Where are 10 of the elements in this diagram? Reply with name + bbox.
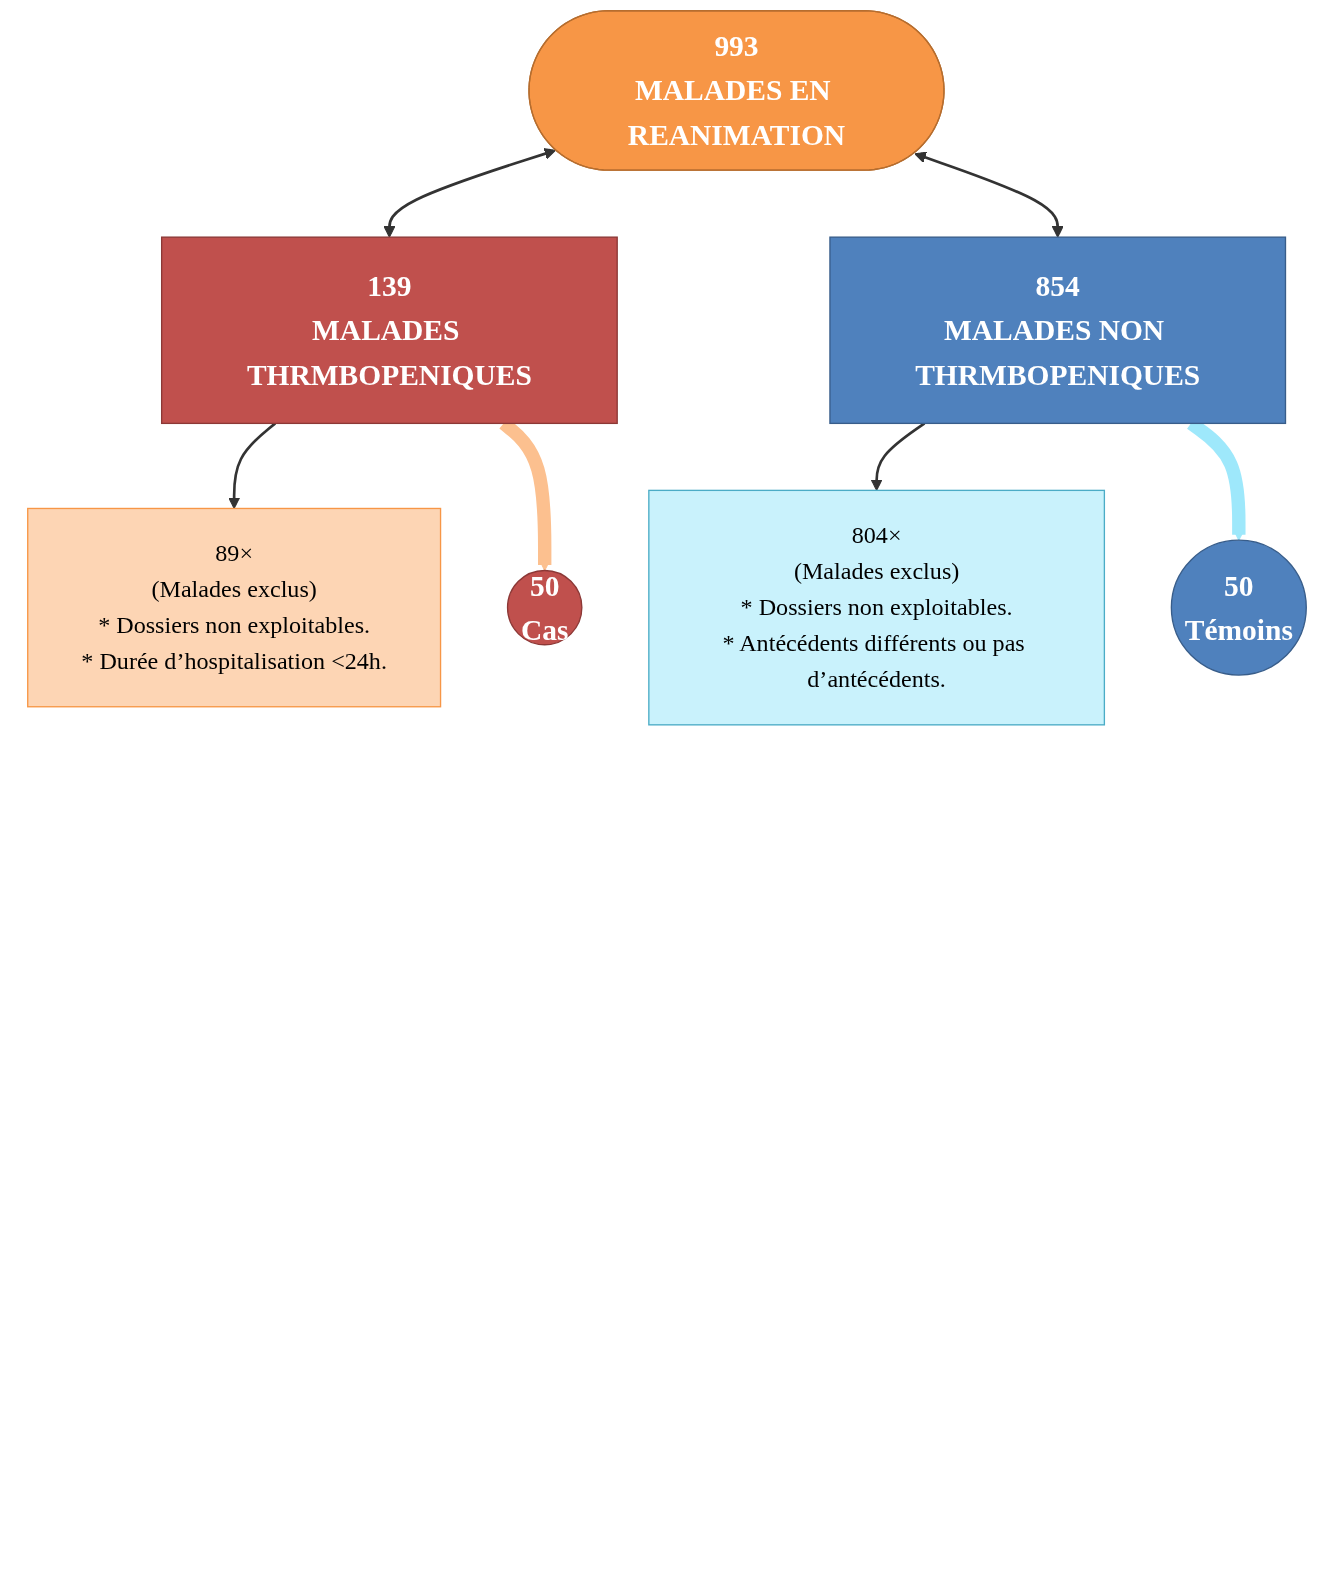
node-circle: 50 Cas bbox=[506, 569, 583, 646]
node-box: 854 MALADES NON THRMBOPENIQUES bbox=[829, 236, 1287, 425]
arrow bbox=[383, 148, 556, 238]
arrow bbox=[870, 422, 926, 491]
arrow bbox=[914, 151, 1064, 238]
node-box: 804× (Malades exclus) * Dossiers non exploitables. * Antécédents différents ou pas d’antécédents. bbox=[648, 489, 1106, 726]
node-circle: 50 Témoins bbox=[1170, 539, 1307, 676]
arrow bbox=[228, 422, 277, 509]
node-box: 139 MALADES THRMBOPENIQUES bbox=[161, 236, 618, 425]
node-box: 89× (Malades exclus) * Dossiers non exploitables. * Durée d’hospitalisation <24h. bbox=[27, 507, 442, 708]
